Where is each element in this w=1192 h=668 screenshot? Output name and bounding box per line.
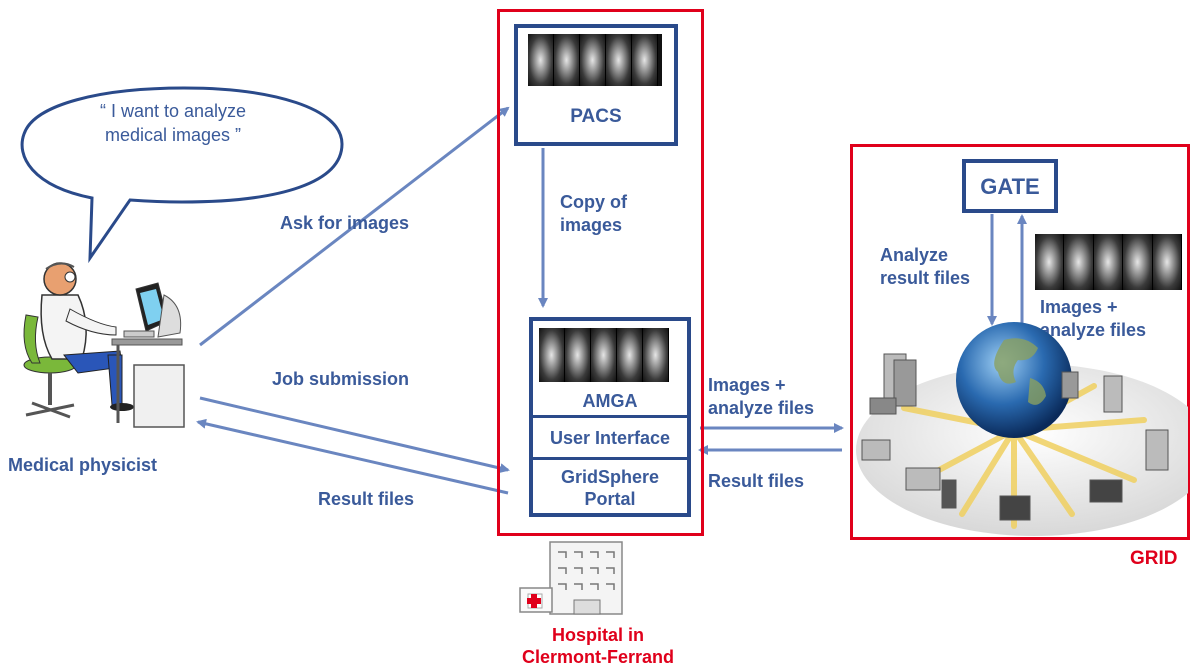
hospital-caption: Hospital in Clermont-Ferrand	[521, 625, 674, 667]
ask-for-images-label: Ask for images	[280, 213, 410, 233]
result-files-arrow-left	[196, 418, 509, 495]
gate-box[interactable]: GATE	[962, 159, 1058, 213]
brain-scan-image	[528, 34, 662, 86]
user-interface-cell[interactable]: User Interface	[533, 415, 687, 457]
grid-frame	[850, 144, 1190, 540]
hospital-frame	[497, 9, 704, 536]
result-files-label-mid: Result files	[708, 471, 805, 491]
images-analyze-label-mid: Images + analyze files	[708, 375, 815, 418]
copy-of-images-label: Copy of images	[560, 192, 627, 235]
analyze-result-files-label: Analyze result files	[880, 245, 971, 288]
doctor-at-computer-icon	[23, 262, 185, 428]
brain-scan-image	[1035, 234, 1183, 290]
brain-scan-image	[539, 328, 669, 382]
user-interface-label: User Interface	[549, 428, 671, 448]
speech-bubble	[20, 86, 344, 264]
gridsphere-portal-label: GridSphere Portal	[560, 467, 660, 509]
medical-physicist-label: Medical physicist	[8, 455, 158, 475]
pacs-box: PACS	[514, 24, 678, 146]
images-analyze-label-grid: Images + analyze files	[1040, 297, 1147, 340]
gridsphere-portal-cell[interactable]: GridSphere Portal	[533, 457, 687, 515]
result-files-label-left: Result files	[318, 489, 415, 509]
hospital-building-icon	[519, 541, 623, 615]
amga-stack: AMGA User Interface GridSphere Portal	[529, 317, 691, 517]
job-submission-label: Job submission	[272, 369, 410, 389]
ask-for-images-arrow	[199, 106, 510, 347]
pacs-label: PACS	[570, 106, 622, 127]
speech-bubble-text: “ I want to analyze medical images ”	[99, 101, 247, 145]
amga-label: AMGA	[582, 391, 638, 411]
job-submission-arrow	[199, 396, 510, 474]
grid-caption: GRID	[1130, 548, 1178, 569]
globe-network-icon	[856, 322, 1188, 536]
gate-label: GATE	[980, 174, 1040, 199]
